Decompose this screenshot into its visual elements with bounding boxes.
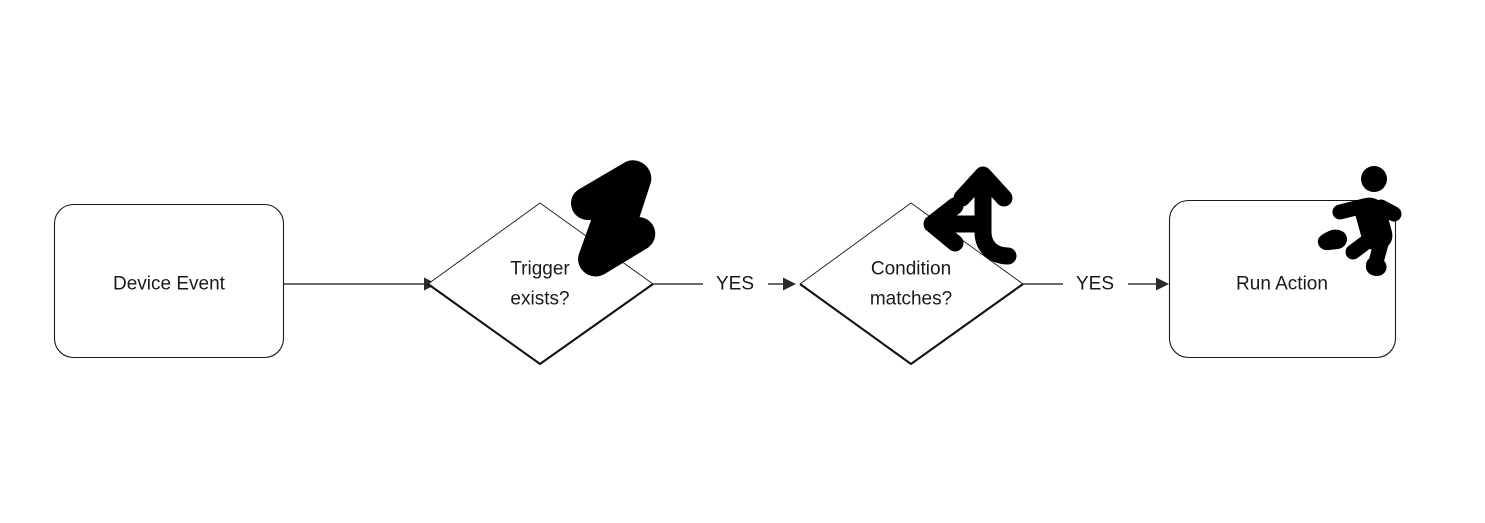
lightning-bolt-icon (571, 160, 656, 277)
edge-2-arrowhead-icon (783, 277, 796, 291)
trigger-exists-label-line2: exists? (510, 289, 569, 310)
run-action-label: Run Action (1236, 274, 1328, 295)
edge-2-label-yes: YES (716, 274, 754, 295)
device-event-shape[interactable] (53, 203, 285, 359)
edge-device-event-to-trigger (284, 277, 437, 291)
branch-fork-arrow-icon (923, 166, 1017, 265)
node-trigger-exists[interactable]: Trigger exists? (427, 202, 654, 366)
edge-3-arrowhead-icon (1156, 277, 1169, 291)
condition-matches-edge-upper-left (799, 202, 912, 285)
trigger-exists-edge-upper-left (427, 202, 541, 285)
edge-3-label-yes: YES (1076, 274, 1114, 295)
trigger-exists-label-line1: Trigger (510, 259, 570, 280)
condition-matches-label-line1: Condition (871, 259, 951, 280)
device-event-label: Device Event (113, 274, 226, 295)
trigger-exists-edge-lower[interactable] (427, 283, 654, 366)
running-person-icon (1317, 166, 1402, 276)
condition-matches-edge-lower[interactable] (799, 283, 1024, 366)
edge-trigger-to-condition: YES (653, 274, 796, 295)
node-device-event[interactable]: Device Event (53, 203, 285, 359)
edge-condition-to-action: YES (1023, 274, 1169, 295)
condition-matches-label-line2: matches? (870, 289, 952, 310)
